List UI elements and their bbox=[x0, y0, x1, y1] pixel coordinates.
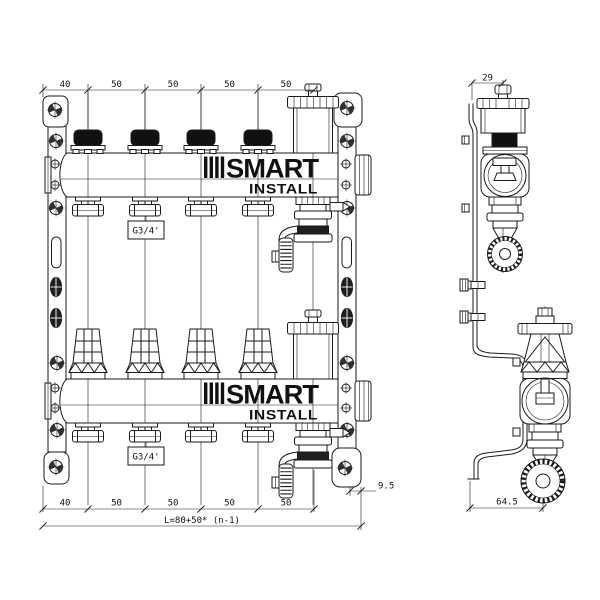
dim-text: 50 bbox=[111, 499, 122, 509]
dimension-depth-bottom: 64.5 bbox=[466, 481, 547, 512]
brand-sub-wordmark: INSTALL bbox=[249, 182, 318, 197]
dim-text: 50 bbox=[168, 80, 179, 90]
dim-text: 50 bbox=[281, 80, 292, 90]
dim-text: 50 bbox=[111, 80, 122, 90]
dimension-bottom: 40 50 50 50 50 bbox=[39, 499, 318, 513]
dim-text: 40 bbox=[60, 80, 71, 90]
dim-text: 50 bbox=[224, 80, 235, 90]
valve-caps bbox=[70, 129, 276, 154]
dimension-overall: L=80+50* (n-1) bbox=[39, 516, 365, 530]
port-label-bottom: G3/4' bbox=[127, 442, 165, 466]
air-vent-top bbox=[287, 83, 339, 154]
port-size-text: G3/4' bbox=[132, 453, 159, 463]
dimension-top: 40 50 50 50 50 bbox=[39, 80, 318, 94]
dim-text: 40 bbox=[60, 499, 71, 509]
front-view: SMART INSTALL SMART INSTALL bbox=[39, 80, 394, 530]
logo-bars-icon bbox=[204, 156, 225, 178]
dimension-bracket-offset: 9.5 bbox=[346, 482, 394, 495]
overall-length-text: L=80+50* (n-1) bbox=[164, 516, 240, 526]
right-mounting-bracket bbox=[331, 92, 363, 488]
port-size-text: G3/4' bbox=[132, 227, 159, 237]
dimension-depth-top: 29 bbox=[468, 74, 507, 100]
side-unit-top bbox=[476, 80, 530, 273]
air-vent-bottom bbox=[287, 309, 339, 380]
brand-logo-bottom: SMART INSTALL bbox=[204, 380, 321, 423]
brand-logo-top: SMART INSTALL bbox=[204, 154, 321, 197]
depth-text: 64.5 bbox=[496, 498, 518, 508]
wall-bolts bbox=[459, 278, 486, 324]
flowmeter-knobs bbox=[68, 328, 278, 380]
dim-text: 50 bbox=[281, 499, 292, 509]
brand-sub-wordmark: INSTALL bbox=[249, 408, 318, 423]
brand-wordmark: SMART bbox=[226, 154, 320, 184]
offset-text: 9.5 bbox=[378, 482, 394, 492]
left-mounting-bracket bbox=[42, 95, 70, 485]
depth-text: 29 bbox=[482, 74, 493, 84]
outlets-top bbox=[72, 196, 274, 217]
pipe-end-caps bbox=[354, 154, 372, 422]
side-view: 29 64.5 bbox=[459, 74, 573, 512]
outlets-bottom bbox=[72, 422, 274, 443]
brand-wordmark: SMART bbox=[226, 380, 320, 410]
logo-bars-icon bbox=[204, 382, 225, 404]
dim-text: 50 bbox=[224, 499, 235, 509]
port-label-top: G3/4' bbox=[127, 216, 165, 240]
pipe-end-flanges bbox=[44, 156, 52, 420]
dim-text: 50 bbox=[168, 499, 179, 509]
side-unit-bottom bbox=[512, 306, 573, 504]
